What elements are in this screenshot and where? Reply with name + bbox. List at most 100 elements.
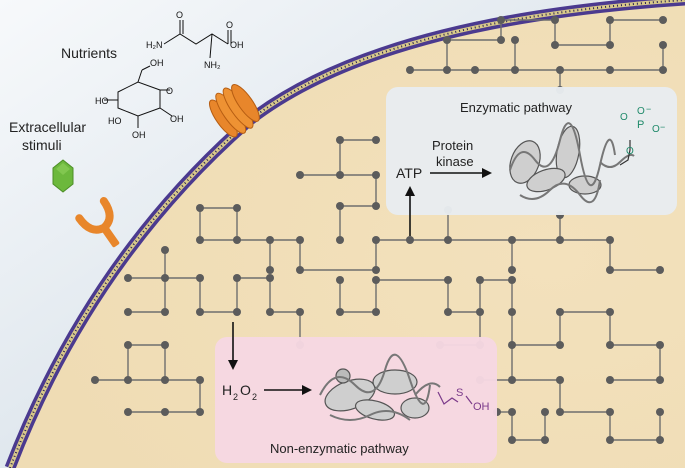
network-node [556, 66, 564, 74]
network-node [508, 276, 516, 284]
arrow-head-icon [405, 186, 415, 196]
network-node [336, 236, 344, 244]
network-node [541, 408, 549, 416]
network-node [606, 436, 614, 444]
network-node [659, 41, 667, 49]
signaling-network [95, 19, 664, 441]
network-node [508, 308, 516, 316]
network-node [196, 204, 204, 212]
network-node [196, 408, 204, 416]
enzymatic-pathway-title: Enzymatic pathway [460, 100, 572, 115]
glutamine-structure-icon: H₂N O O OH NH₂ [146, 10, 244, 70]
network-node [336, 276, 344, 284]
arrow-head-icon [302, 385, 312, 395]
network-node [497, 36, 505, 44]
atp-label: ATP [396, 165, 422, 181]
non-enzymatic-pathway-title: Non-enzymatic pathway [270, 441, 409, 456]
kinase-substrate-protein-icon [509, 122, 635, 204]
h2o2-label: H 2 O 2 [222, 382, 257, 402]
network-node [161, 408, 169, 416]
sulfenic-oh: OH [473, 401, 490, 413]
arrow-head-icon [228, 360, 238, 370]
svg-text:O: O [166, 86, 173, 96]
svg-text:O: O [176, 10, 183, 20]
svg-text:OH: OH [150, 58, 164, 68]
network-node [556, 341, 564, 349]
network-node [471, 66, 479, 74]
network-node [372, 136, 380, 144]
network-node [508, 236, 516, 244]
h2o2-o: O [240, 382, 251, 398]
svg-text:NH₂: NH₂ [204, 60, 221, 70]
network-node [444, 236, 452, 244]
network-node [606, 376, 614, 384]
phosphate-group-icon: O P O O O − − [619, 104, 665, 166]
network-node [659, 66, 667, 74]
network-node [406, 66, 414, 74]
svg-text:H₂N: H₂N [146, 40, 163, 50]
network-node [606, 266, 614, 274]
network-node [91, 376, 99, 384]
network-node [266, 236, 274, 244]
network-node [606, 308, 614, 316]
network-node [508, 376, 516, 384]
network-node [551, 16, 559, 24]
svg-text:OH: OH [230, 40, 244, 50]
phosphate-charge-1: − [646, 104, 651, 114]
network-node [551, 41, 559, 49]
network-node [336, 136, 344, 144]
network-node [124, 308, 132, 316]
network-node [606, 41, 614, 49]
phosphate-o-right: O [652, 124, 660, 135]
svg-text:HO: HO [108, 116, 122, 126]
protein-kinase-label-2: kinase [436, 154, 474, 169]
phosphate-p: P [637, 119, 644, 131]
network-node [372, 308, 380, 316]
phosphate-charge-2: − [660, 122, 665, 132]
network-node [372, 236, 380, 244]
network-node [508, 341, 516, 349]
h2o2-subscript-2: 2 [252, 392, 257, 402]
sulfenic-s: S [456, 387, 463, 399]
network-node [296, 266, 304, 274]
network-node [196, 308, 204, 316]
network-node [296, 308, 304, 316]
network-node [508, 266, 516, 274]
network-node [372, 276, 380, 284]
network-node [656, 436, 664, 444]
oxidized-protein-icon [319, 353, 441, 421]
h2o2-subscript-1: 2 [233, 392, 238, 402]
network-node [124, 274, 132, 282]
network-node [656, 341, 664, 349]
network-node [541, 436, 549, 444]
phosphate-o-left: O [620, 112, 628, 123]
network-node [196, 236, 204, 244]
phosphate-o-top: O [637, 106, 645, 117]
network-node [233, 274, 241, 282]
network-node [656, 376, 664, 384]
arrow-head-icon [482, 168, 492, 178]
network-node [606, 66, 614, 74]
network-node [233, 204, 241, 212]
network-node [266, 308, 274, 316]
network-node [372, 266, 380, 274]
network-node [161, 376, 169, 384]
network-node [511, 36, 519, 44]
network-node [196, 274, 204, 282]
network-node [124, 408, 132, 416]
network-node [476, 308, 484, 316]
svg-text:O: O [226, 20, 233, 30]
extracellular-label-1: Extracellular [9, 119, 86, 135]
svg-text:OH: OH [132, 130, 146, 140]
network-node [606, 16, 614, 24]
h2o2-h: H [222, 382, 232, 398]
network-node [296, 171, 304, 179]
network-node [444, 276, 452, 284]
network-node [161, 246, 169, 254]
network-node [508, 436, 516, 444]
sulfenic-acid-group-icon: S OH [437, 387, 490, 413]
network-node [508, 408, 516, 416]
nutrients-label: Nutrients [61, 45, 117, 61]
